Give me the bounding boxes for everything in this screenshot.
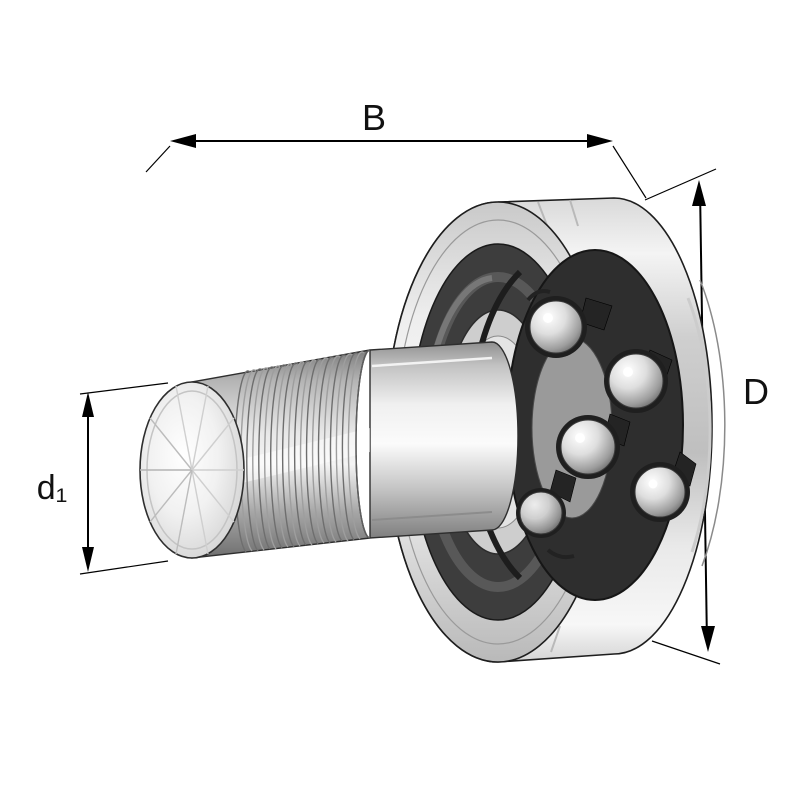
thread-lines <box>234 351 365 553</box>
right-rim-highlight <box>686 297 712 553</box>
ball <box>634 466 686 518</box>
ball-highlight <box>543 313 553 323</box>
dimension-d1 <box>79 382 169 575</box>
extension-line-bottom <box>651 640 721 665</box>
ball <box>529 300 583 354</box>
extension-line-top <box>79 382 169 395</box>
bearing-balls <box>516 296 690 538</box>
ball <box>560 419 616 475</box>
ball-highlight <box>623 367 633 377</box>
dimension-b <box>145 134 647 199</box>
ball <box>608 353 664 409</box>
seal-highlight-arc <box>433 275 493 351</box>
extension-line-right <box>612 145 647 199</box>
extension-line-left <box>145 145 171 173</box>
ball-highlight <box>648 479 658 489</box>
ball <box>519 491 563 535</box>
end-face-facets <box>140 385 244 555</box>
arrowhead-bottom <box>82 547 94 572</box>
arrowhead-top <box>692 180 706 206</box>
dimension-d-label: D <box>743 371 769 412</box>
arrowhead-bottom <box>701 626 715 652</box>
ball-highlight <box>575 433 585 443</box>
thread-runout-edge <box>355 349 371 539</box>
extension-line-bottom <box>79 560 169 575</box>
arrowhead-right <box>587 134 613 148</box>
dimension-b-label: B <box>362 97 386 138</box>
cylinder-highlight-line <box>371 356 493 368</box>
cage-lip-bottom <box>546 548 575 560</box>
threaded-stud <box>139 341 519 559</box>
cage-lip-top <box>526 289 551 302</box>
cylinder-shadow-line <box>371 511 493 521</box>
right-rim-chamfer <box>699 279 726 567</box>
extension-line-top <box>644 168 717 201</box>
dimension-d1-label: d₁ <box>37 469 67 507</box>
plain-cylinder-section <box>369 341 519 539</box>
arrowhead-left <box>170 134 196 148</box>
arrowhead-top <box>82 392 94 417</box>
